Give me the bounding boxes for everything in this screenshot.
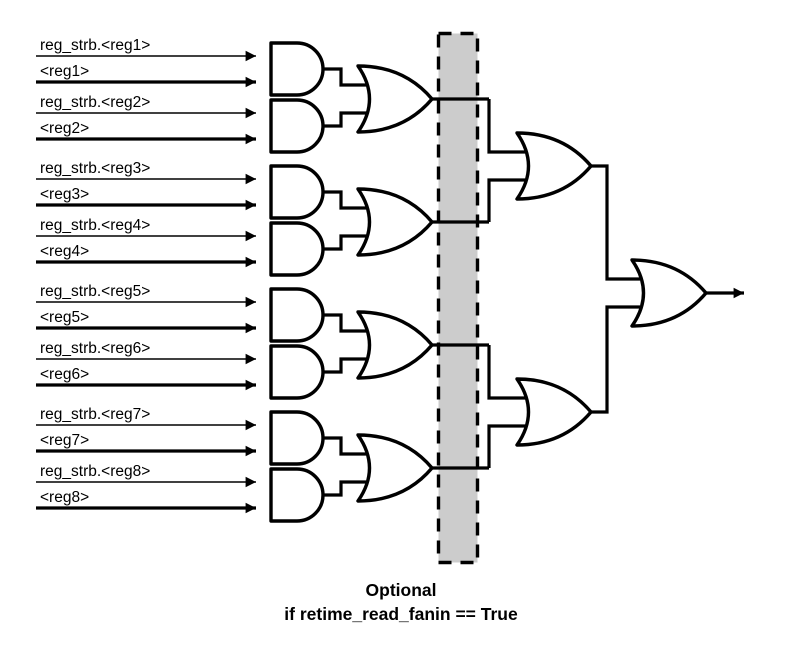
or-gate-stage3-1: [515, 131, 593, 201]
link-and8-orD: [323, 480, 366, 497]
link-and5-orC: [323, 313, 366, 333]
and-gate-8: [269, 467, 325, 523]
or-gate-stage2-3: [356, 310, 434, 380]
and-gate-7: [269, 410, 325, 466]
label-strobe-5: reg_strb.<reg5>: [40, 283, 150, 300]
and-gate-3: [269, 164, 325, 220]
link-orE-final: [591, 164, 640, 281]
or-gate-final: [630, 258, 708, 328]
or-gate-stage2-2: [356, 187, 434, 257]
label-data-8: <reg8>: [40, 489, 89, 506]
or-gate-stage3-2: [515, 377, 593, 447]
and-gate-6: [269, 344, 325, 400]
label-data-1: <reg1>: [40, 63, 89, 80]
link-and1-orA: [323, 67, 366, 87]
and-gate-1: [269, 41, 325, 97]
or-gate-stage2-1: [356, 64, 434, 134]
label-strobe-2: reg_strb.<reg2>: [40, 94, 150, 111]
link-orF-final: [591, 305, 640, 414]
label-strobe-3: reg_strb.<reg3>: [40, 160, 150, 177]
link-or1-orE: [487, 99, 525, 154]
and-gate-2: [269, 98, 325, 154]
label-strobe-4: reg_strb.<reg4>: [40, 217, 150, 234]
optional-caption-line1: Optional: [365, 580, 437, 600]
label-strobe-1: reg_strb.<reg1>: [40, 37, 150, 54]
link-and4-orB: [323, 234, 366, 251]
label-data-4: <reg4>: [40, 243, 89, 260]
label-data-7: <reg7>: [40, 432, 89, 449]
label-strobe-6: reg_strb.<reg6>: [40, 340, 150, 357]
link-and3-orB: [323, 190, 366, 210]
optional-caption-line2: if retime_read_fanin == True: [284, 604, 518, 624]
link-and7-orD: [323, 436, 366, 456]
label-data-5: <reg5>: [40, 309, 89, 326]
or-gate-stage2-4: [356, 433, 434, 503]
link-or3-orF: [487, 345, 525, 400]
link-and6-orC: [323, 357, 366, 374]
link-or2-orE: [487, 178, 525, 222]
and-gate-5: [269, 287, 325, 343]
link-and2-orA: [323, 111, 366, 128]
label-data-3: <reg3>: [40, 186, 89, 203]
label-data-6: <reg6>: [40, 366, 89, 383]
and-gate-4: [269, 221, 325, 277]
label-strobe-7: reg_strb.<reg7>: [40, 406, 150, 423]
label-data-2: <reg2>: [40, 120, 89, 137]
optional-retime-region: [436, 31, 480, 565]
optional-caption: Optional if retime_read_fanin == True: [0, 578, 802, 626]
label-strobe-8: reg_strb.<reg8>: [40, 463, 150, 480]
link-or4-orF: [487, 424, 525, 468]
